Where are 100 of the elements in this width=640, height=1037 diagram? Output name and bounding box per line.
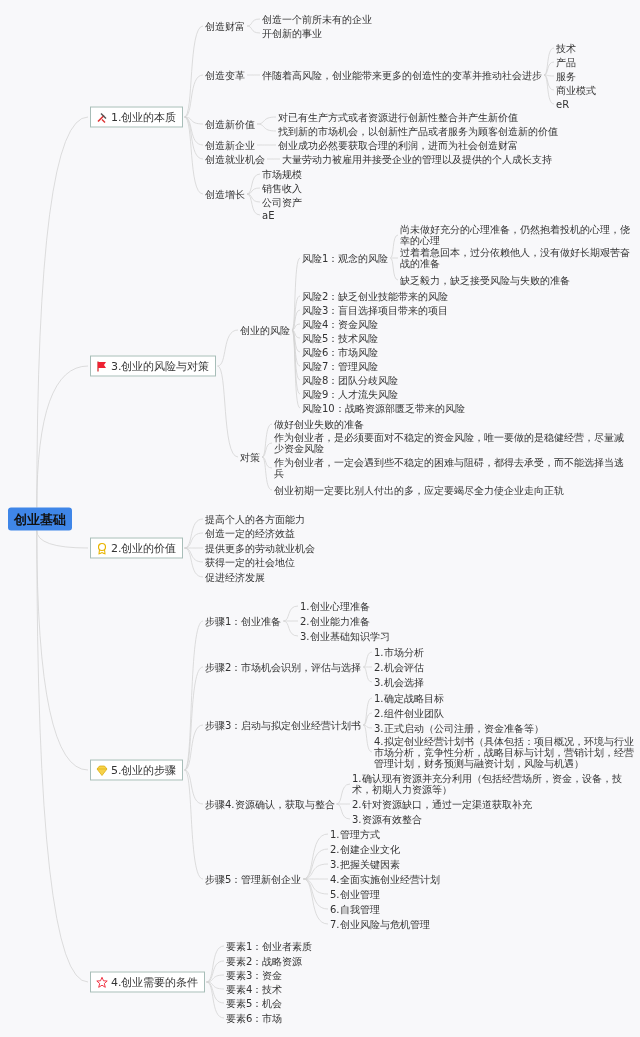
- connector-line: [184, 666, 204, 771]
- connector-line: [246, 173, 261, 195]
- connector-line: [36, 530, 89, 983]
- connector-line: [246, 25, 261, 34]
- subtopic-text: 6.自我管理: [330, 903, 380, 915]
- connector-line: [206, 981, 225, 1019]
- subtopic-text: 3.机会选择: [374, 676, 424, 688]
- connector-line: [283, 605, 299, 622]
- subtopic-text: 开创新的事业: [262, 27, 322, 39]
- connector-line: [184, 547, 204, 578]
- subtopic-text: 步骤3：启动与拟定创业经营计划书: [205, 719, 362, 731]
- connector-line: [543, 47, 555, 76]
- connector-line: [543, 74, 555, 105]
- connector-line: [390, 234, 399, 259]
- subtopic-text: 提高个人的各方面能力: [205, 513, 305, 525]
- connector-line: [261, 456, 273, 491]
- topic-box: [90, 971, 205, 993]
- connector-line: [283, 620, 299, 637]
- connector-line: [363, 712, 373, 726]
- subtopic-text: 创业初期一定要比别人付出的多，应定要竭尽全力使企业走向正轨: [274, 484, 564, 496]
- connector-line: [184, 116, 204, 195]
- subtopic-text: 尚未做好充分的心理准备，仍然抱着投机的心理，侥幸的心理: [400, 224, 636, 246]
- subtopic-text: 要素2：战略资源: [226, 955, 303, 967]
- subtopic-text: 4.拟定创业经营计划书（具体包括：项目概况，环境与行业市场分析，竞争性分析，战略目标与计划，营销计划，经营管理计划，财务预测与融资计划，风险与机遇）: [374, 735, 636, 769]
- subtopic-text: 创造新价值: [205, 118, 255, 130]
- subtopic-text: 3.创业基础知识学习: [300, 630, 390, 642]
- topic-box: [90, 759, 183, 781]
- subtopic-text: 风险3：盲目选择项目带来的项目: [302, 304, 449, 316]
- connector-line: [363, 697, 373, 726]
- subtopic-text: 产品: [556, 56, 576, 68]
- subtopic-text: 4.全面实施创业经营计划: [330, 873, 440, 885]
- subtopic-text: 对策: [240, 451, 260, 463]
- subtopic-text: 风险6：市场风险: [302, 346, 379, 358]
- subtopic-text: 2.创业能力准备: [300, 615, 370, 627]
- subtopic-text: 3.把握关键因素: [330, 858, 400, 870]
- subtopic-text: 1.管理方式: [330, 828, 380, 840]
- topic-text: 2.创业的价值: [111, 541, 177, 555]
- subtopic-text: 风险7：管理风险: [302, 360, 379, 372]
- connector-line: [184, 25, 204, 118]
- connector-line: [261, 456, 273, 469]
- connector-line: [303, 878, 329, 925]
- connector-line: [246, 187, 261, 195]
- subtopic-text: 1.市场分析: [374, 646, 424, 658]
- subtopic-text: 对已有生产方式或者资源进行创新性整合并产生新价值: [278, 111, 518, 123]
- topic-box: [90, 106, 183, 128]
- connector-line: [184, 724, 204, 771]
- connector-line: [36, 365, 89, 508]
- subtopic-text: 步骤5：管理新创企业: [205, 873, 302, 885]
- subtopic-text: 服务: [556, 70, 576, 82]
- subtopic-text: 步骤2：市场机会识别，评估与选择: [205, 661, 362, 673]
- connector-line: [291, 257, 301, 331]
- subtopic-text: 过着着急回本，过分依赖他人，没有做好长期艰苦奋战的准备: [400, 247, 636, 269]
- subtopic-text: 2.创建企业文化: [330, 843, 400, 855]
- connector-line: [543, 61, 555, 76]
- subtopic-text: 促进经济发展: [205, 571, 265, 583]
- connector-line: [184, 547, 204, 563]
- subtopic-text: 要素1：创业者素质: [226, 940, 313, 952]
- subtopic-text: 获得一定的社会地位: [205, 556, 295, 568]
- connector-line: [336, 783, 351, 805]
- subtopic-text: 7.创业风险与危机管理: [330, 918, 430, 930]
- subtopic-text: 步骤1：创业准备: [205, 615, 282, 627]
- connector-line: [256, 123, 277, 132]
- connector-line: [363, 666, 373, 683]
- connector-line: [184, 518, 204, 549]
- subtopic-text: 要素5：机会: [226, 997, 283, 1009]
- subtopic-text: 风险5：技术风险: [302, 332, 379, 344]
- connector-line: [246, 193, 261, 203]
- subtopic-text: 作为创业者，一定会遇到些不稳定的困难与阻碍，都得去承受，而不能选择当逃兵: [274, 457, 624, 479]
- connector-line: [206, 945, 225, 983]
- connector-line: [206, 981, 225, 1004]
- subtopic-text: 步骤4.资源确认，获取与整合: [205, 798, 335, 810]
- subtopic-text: 创造一定的经济效益: [205, 527, 295, 539]
- topic-text: 5.创业的步骤: [111, 763, 177, 777]
- root-topic-box: 创业基础: [8, 507, 72, 531]
- connector-line: [291, 329, 301, 409]
- subtopic-text: 创业成功必然要获取合理的利润，进而为社会创造财富: [278, 139, 518, 151]
- subtopic-text: 创造变革: [205, 69, 245, 81]
- connector-line: [184, 74, 204, 118]
- subtopic-text: 技术: [556, 42, 576, 54]
- connector-line: [291, 309, 301, 331]
- subtopic-text: 提供更多的劳动就业机会: [205, 542, 315, 554]
- subtopic-text: 风险10：战略资源部匮乏带来的风险: [302, 402, 465, 414]
- topic-text: 3.创业的风险与对策: [111, 359, 210, 373]
- connector-line: [217, 365, 239, 458]
- connector-line: [390, 257, 399, 281]
- connector-line: [363, 724, 373, 729]
- subtopic-text: 创造财富: [205, 20, 245, 32]
- subtopic-text: 2.针对资源缺口，通过一定渠道获取补充: [352, 798, 532, 810]
- subtopic-text: 大量劳动力被雇用并接受企业的管理以及提供的个人成长支持: [282, 153, 552, 165]
- subtopic-text: 创造新企业: [205, 139, 255, 151]
- subtopic-text: 3.资源有效整合: [352, 813, 422, 825]
- subtopic-text: 1.确定战略目标: [374, 692, 444, 704]
- subtopic-text: 要素4：技术: [226, 983, 283, 995]
- topic-box: [90, 537, 183, 559]
- subtopic-text: 要素3：资金: [226, 969, 283, 981]
- subtopic-text: 1.确认现有资源并充分利用（包括经营场所，资金，设备，技术，初期人力资源等）: [352, 773, 634, 795]
- connector-line: [291, 329, 301, 339]
- connector-line: [184, 769, 204, 880]
- subtopic-text: 缺乏毅力，缺乏接受风险与失败的准备: [400, 274, 570, 286]
- connector-line: [363, 724, 373, 753]
